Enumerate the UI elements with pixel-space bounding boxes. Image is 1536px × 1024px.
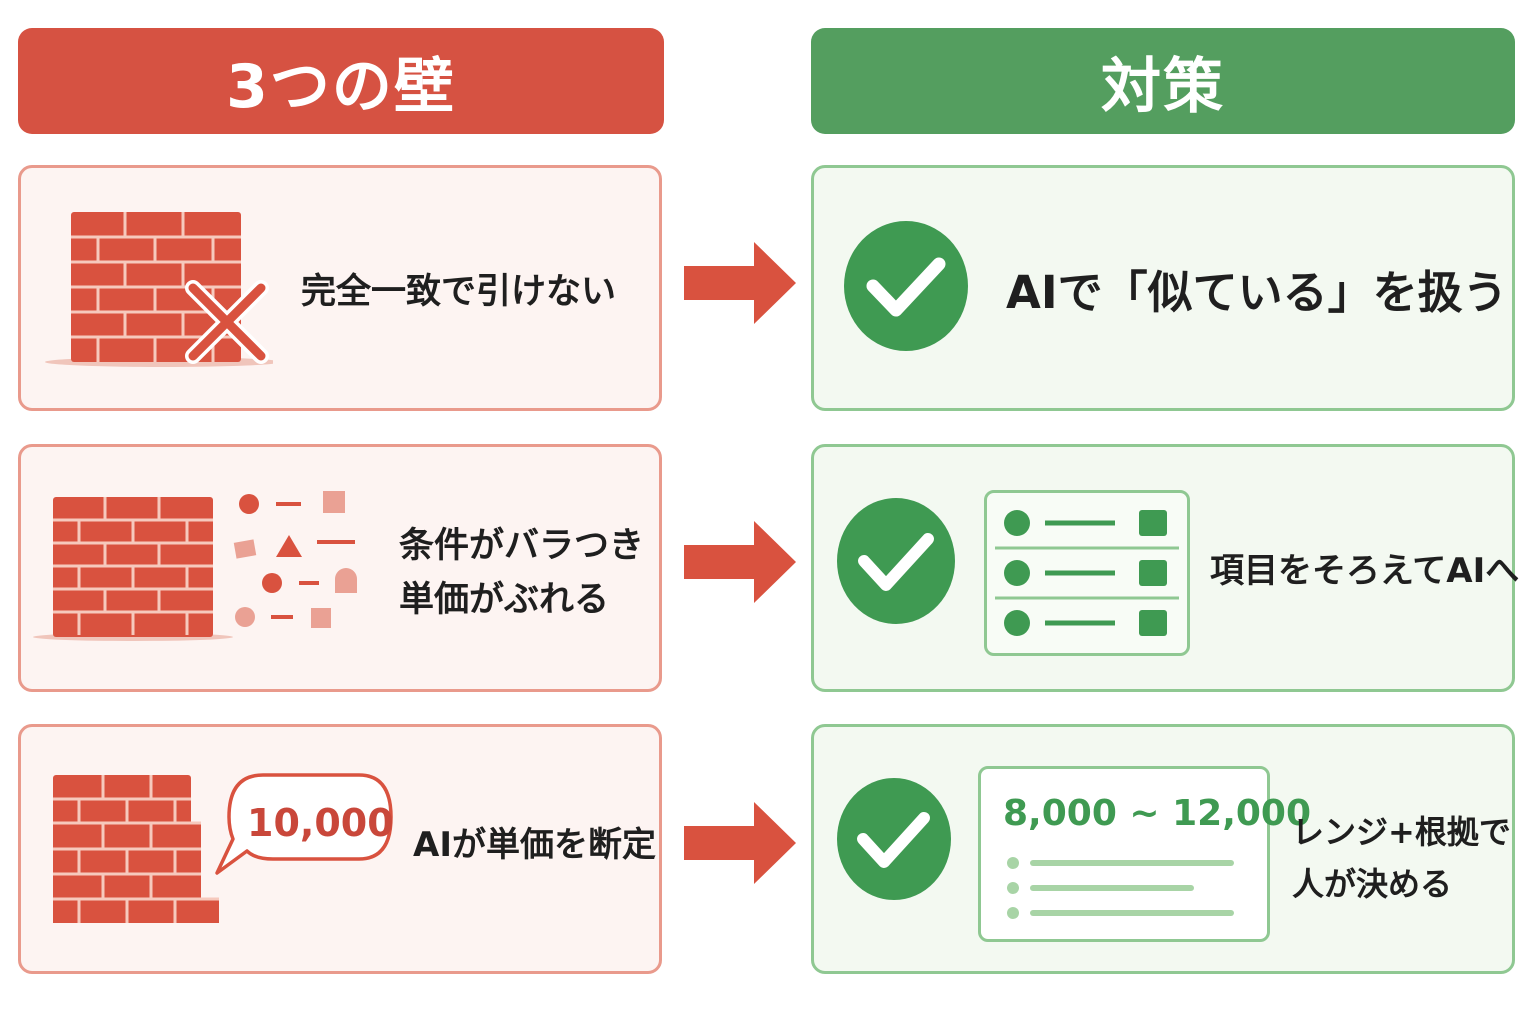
check-circle-icon (837, 498, 955, 624)
solution-3-text-line-2: 人が決める (1292, 865, 1453, 903)
check-circle-icon (844, 221, 968, 351)
check-circle-icon (837, 778, 951, 900)
arrow-right-icon (684, 521, 796, 603)
wall-card-2: 条件がバラつき 単価がぶれる (18, 444, 662, 692)
bubble-value: 10,000 (247, 801, 394, 845)
brick-wall-icon (45, 212, 273, 367)
list-items-icon (995, 510, 1179, 636)
wall-card-3: 10,000 AIが単価を断定 (18, 724, 662, 974)
solution-card-3: 8,000 ~ 12,000 レンジ+根拠で 人が決める (811, 724, 1515, 974)
scattered-shapes-icon (233, 491, 357, 628)
walls-header: 3つの壁 (18, 28, 664, 134)
range-panel: 8,000 ~ 12,000 (978, 766, 1311, 942)
solution-3-text-line-1: レンジ+根拠で (1292, 813, 1511, 851)
wall-card-1: 完全一致で引けない (18, 165, 662, 411)
solution-card-2: 項目をそろえてAIへ (811, 444, 1519, 692)
wall-3-text: AIが単価を断定 (413, 825, 656, 865)
wall-2-text-line-1: 条件がバラつき (399, 526, 645, 566)
solution-card-1: AIで「似ている」を扱う (811, 165, 1515, 411)
arrow-right-icon (684, 242, 796, 324)
solution-2-text: 項目をそろえてAIへ (1210, 551, 1520, 591)
speech-bubble-icon (215, 773, 393, 875)
wall-1-text: 完全一致で引けない (301, 272, 617, 312)
wall-2-text-line-2: 単価がぶれる (399, 580, 610, 620)
solutions-header: 対策 (811, 28, 1515, 134)
solution-1-text: AIで「似ている」を扱う (1006, 266, 1508, 319)
brick-wall-icon (53, 775, 219, 923)
arrow-right-icon (684, 802, 796, 884)
evidence-lines-icon (1007, 857, 1234, 919)
structured-list-panel (984, 490, 1190, 656)
brick-wall-icon (33, 497, 233, 641)
range-value: 8,000 ~ 12,000 (1003, 793, 1312, 834)
